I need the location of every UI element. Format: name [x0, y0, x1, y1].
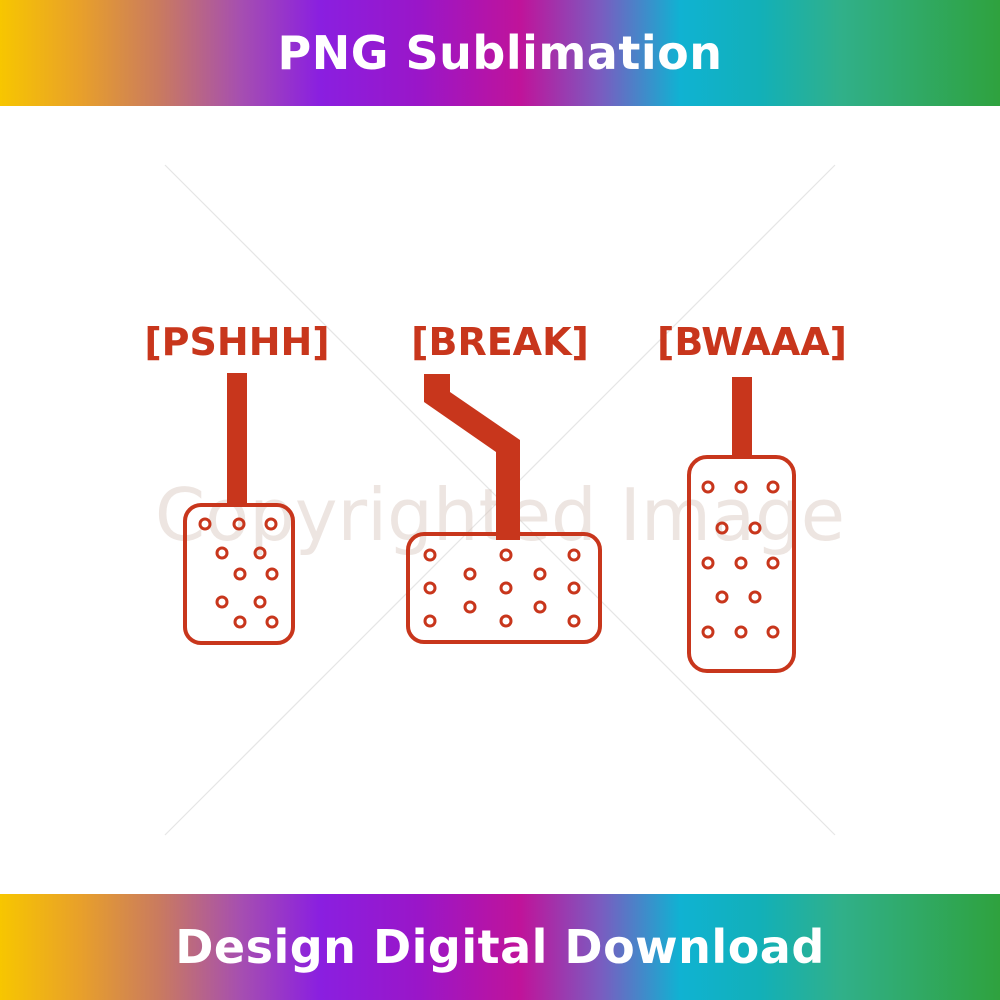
clutch-pedal-dots	[198, 517, 279, 629]
gas-pedal-label: [BWAAA]	[657, 320, 847, 364]
clutch-pedal: [PSHHH]	[144, 320, 330, 645]
bottom-banner: Design Digital Download	[0, 894, 1000, 1000]
clutch-pedal-pad	[183, 503, 295, 645]
clutch-pedal-arm	[227, 373, 247, 507]
gas-pedal-dots	[701, 480, 780, 639]
brake-pedal-arm	[424, 374, 520, 540]
brake-pedal-dots	[423, 548, 581, 628]
brake-pedal-label: [BREAK]	[411, 320, 589, 364]
bottom-banner-title: Design Digital Download	[175, 920, 825, 974]
clutch-pedal-label: [PSHHH]	[144, 320, 329, 364]
top-banner-title: PNG Sublimation	[277, 26, 723, 80]
top-banner: PNG Sublimation	[0, 0, 1000, 106]
pedals-artwork: Copyrighted Image [PSHHH] [BREAK] [BWAAA…	[144, 164, 847, 836]
brake-pedal-pad	[406, 532, 602, 644]
brake-pedal: [BREAK]	[406, 320, 602, 644]
gas-pedal-arm	[732, 377, 752, 459]
gas-pedal: [BWAAA]	[657, 320, 847, 673]
gas-pedal-pad	[687, 455, 796, 673]
